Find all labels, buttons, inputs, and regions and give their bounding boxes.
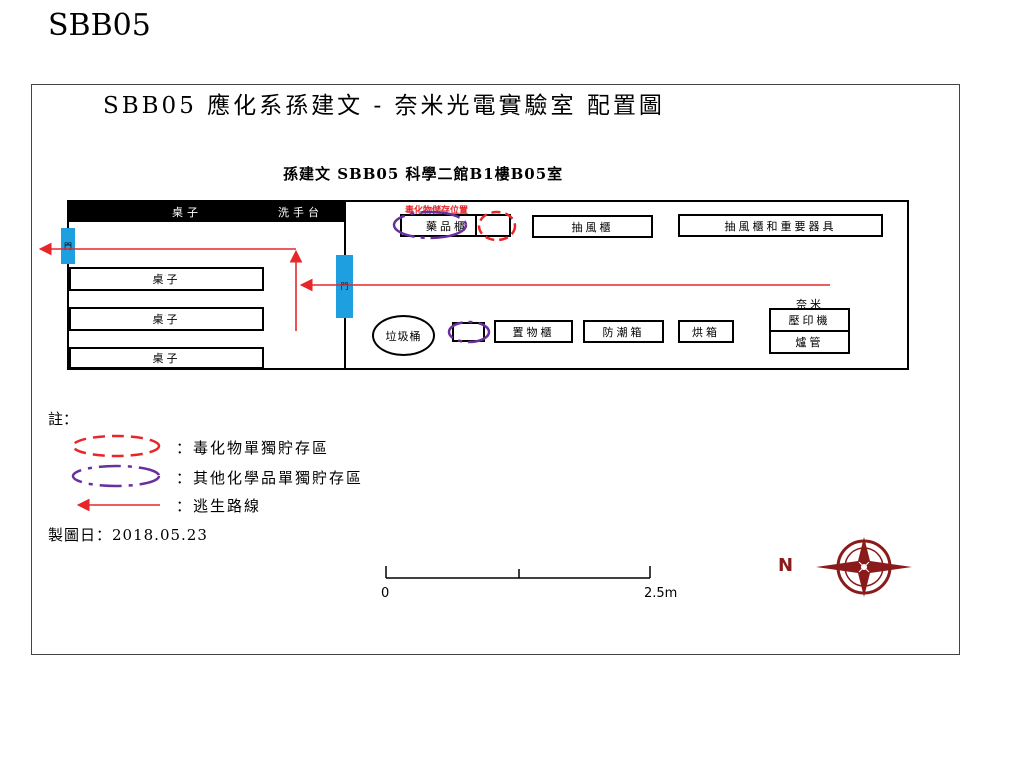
legend-heading: 註： <box>48 410 79 428</box>
scale-end-label: 2.5m <box>644 586 678 601</box>
door-middle: 門 <box>336 255 353 318</box>
scale-bar <box>385 566 651 579</box>
sink-label: 洗手台 <box>278 206 323 219</box>
toxic-storage-box <box>475 214 511 237</box>
compass-rose-icon <box>816 537 912 597</box>
scale-start-label: 0 <box>381 586 390 601</box>
toxic-ellipse <box>477 210 517 242</box>
trash-can: 垃圾桶 <box>372 315 435 356</box>
oven: 烘箱 <box>678 320 734 343</box>
floor-plan <box>67 200 909 370</box>
fume-hood-equipment: 抽風櫃和重要器具 <box>678 214 883 237</box>
furnace: 爐管 <box>769 330 850 354</box>
dry-cabinet: 防潮箱 <box>583 320 664 343</box>
fume-hood: 抽風櫃 <box>532 215 653 238</box>
diagram-title: SBB05 應化系孫建文 - 奈米光電實驗室 配置圖 <box>103 93 665 119</box>
header-table-label: 桌子 <box>172 206 202 219</box>
storage-cabinet: 置物櫃 <box>494 320 573 343</box>
compass-north-label: N <box>778 555 794 576</box>
header-bar <box>67 200 346 222</box>
table: 桌子 <box>69 347 264 369</box>
legend-toxic-label: ：毒化物單獨貯存區 <box>176 439 330 457</box>
diagram-subtitle: 孫建文 SBB05 科學二館B1樓B05室 <box>283 165 564 183</box>
drawing-date: 製圖日：2018.05.23 <box>48 526 208 544</box>
table: 桌子 <box>69 267 264 291</box>
legend-escape-label: ：逃生路線 <box>176 497 262 515</box>
other-chemical-ellipse <box>447 320 491 344</box>
legend-other-label: ：其他化學品單獨貯存區 <box>176 469 364 487</box>
nano-label: 奈米 <box>796 298 824 311</box>
imprinter: 壓印機 <box>769 308 850 332</box>
table: 桌子 <box>69 307 264 331</box>
legend-toxic-ellipse-icon <box>71 434 161 458</box>
escape-route <box>38 242 830 331</box>
slide-title: SBB05 <box>48 8 151 43</box>
legend-other-ellipse-icon <box>71 464 161 488</box>
diagram-frame <box>31 84 960 655</box>
other-chemical-ellipse <box>392 210 468 240</box>
door-left: 門 <box>61 228 75 264</box>
